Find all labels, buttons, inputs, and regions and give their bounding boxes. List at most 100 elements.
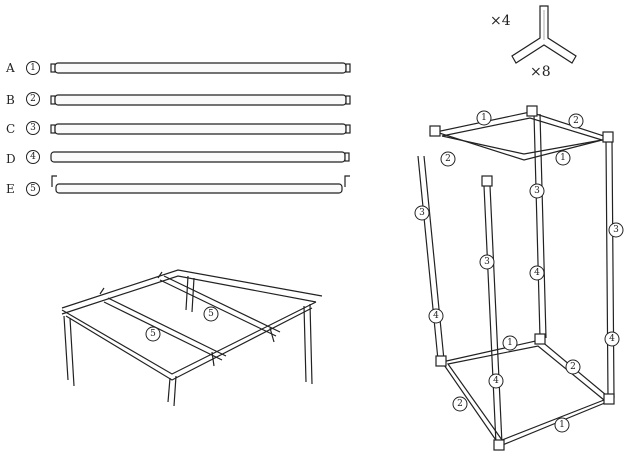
three-way-count: ×4 <box>490 13 511 29</box>
canopy-label: 5 <box>150 329 156 339</box>
hook-left <box>51 175 57 187</box>
part-number: 5 <box>30 184 36 194</box>
tube-a <box>54 62 347 74</box>
corner-connector-icon <box>429 125 441 137</box>
frame-label: 4 <box>493 376 499 386</box>
part-number: 1 <box>30 63 36 73</box>
frame-assembly: 1 2 2 1 3 3 3 3 4 4 4 4 1 2 2 1 <box>414 105 624 451</box>
frame-label-badge <box>529 183 545 199</box>
tube-end <box>345 63 351 73</box>
canopy-bar <box>103 301 223 361</box>
frame-label-badge <box>565 359 581 375</box>
corner-connector-icon <box>435 355 447 367</box>
frame-label: 3 <box>484 257 490 267</box>
canopy-tab <box>99 271 275 367</box>
frame-upright <box>605 139 615 399</box>
frame-label: 1 <box>559 420 565 430</box>
frame-label: 4 <box>433 311 439 321</box>
corner-count: ×8 <box>530 64 551 80</box>
frame-label: 4 <box>609 334 615 344</box>
corner-connector-icon <box>602 131 614 143</box>
part-row-c: C 3 <box>6 121 351 136</box>
frame-label: 1 <box>560 153 566 163</box>
corner-connector-icon <box>534 333 546 345</box>
frame-upright <box>533 113 547 339</box>
canopy-rail <box>65 307 313 381</box>
canopy-leg <box>303 303 313 385</box>
frame-label: 3 <box>534 186 540 196</box>
frame-label-badge <box>608 222 624 238</box>
frame-label-badge <box>554 417 570 433</box>
part-row-d: D 4 <box>6 150 350 166</box>
connectors: ×4 ×8 <box>490 5 577 80</box>
frame-label: 2 <box>457 399 463 409</box>
frame-label: 2 <box>445 154 451 164</box>
part-number: 4 <box>30 152 36 162</box>
parts-list: A 1 B 2 C 3 D 4 <box>5 61 351 196</box>
three-way-connector-icon <box>511 5 577 64</box>
canopy-leg <box>185 275 195 313</box>
tube-end <box>345 124 351 134</box>
frame-upright <box>483 185 503 445</box>
canopy-rail <box>61 275 317 315</box>
canopy-bar <box>159 279 277 337</box>
frame-label-badge <box>488 373 504 389</box>
corner-connector-icon <box>603 393 615 405</box>
corner-connector-icon <box>493 439 505 451</box>
part-number-badge <box>26 61 40 75</box>
frame-label-badge <box>452 396 468 412</box>
frame-upright <box>417 155 445 361</box>
frame-label-badge <box>568 113 584 129</box>
frame-top-inner <box>441 117 603 155</box>
part-number-badge <box>26 182 40 196</box>
part-number-badge <box>26 92 40 106</box>
part-number: 2 <box>30 94 36 104</box>
frame-bottom-inner <box>446 345 606 441</box>
frame-label: 1 <box>507 338 513 348</box>
frame-label: 1 <box>481 113 487 123</box>
canopy-label: 5 <box>208 309 214 319</box>
canopy-rail <box>61 269 323 309</box>
corner-connector-icon <box>526 105 538 117</box>
frame-label-badge <box>604 331 620 347</box>
frame-label-badge <box>529 265 545 281</box>
part-letter: A <box>5 61 15 75</box>
part-number-badge <box>26 150 40 164</box>
part-number-badge <box>26 121 40 135</box>
tube-end <box>345 95 351 105</box>
frame-label-badge <box>414 205 430 221</box>
frame-label-badge <box>428 308 444 324</box>
tube-e <box>55 183 343 194</box>
frame-label: 2 <box>573 116 579 126</box>
canopy-label-badge <box>145 326 161 342</box>
part-letter: B <box>6 93 15 107</box>
frame-label: 3 <box>419 208 425 218</box>
frame-label: 4 <box>534 268 540 278</box>
frame-label-badge <box>440 151 456 167</box>
frame-label: 3 <box>613 225 619 235</box>
corner-connector-icon <box>481 175 493 187</box>
canopy-bar <box>107 297 227 357</box>
part-row-e: E 5 <box>6 175 350 196</box>
part-number: 3 <box>30 123 36 133</box>
frame-label-badge <box>555 150 571 166</box>
canopy-leg <box>167 375 177 407</box>
part-row-b: B 2 <box>6 92 351 107</box>
canopy-leg <box>63 315 75 387</box>
tube-end <box>344 152 350 162</box>
frame-label-badge <box>502 335 518 351</box>
canopy-bar <box>163 275 281 333</box>
frame-label: 2 <box>570 362 576 372</box>
tube-c <box>54 123 347 135</box>
canopy-assembly: 5 5 <box>61 269 323 407</box>
hook-right <box>344 175 350 187</box>
tube-b <box>54 94 347 106</box>
canopy-label-badge <box>203 306 219 322</box>
tube-d <box>50 151 346 163</box>
part-letter: D <box>6 152 16 166</box>
part-letter: E <box>6 182 15 196</box>
part-row-a: A 1 <box>5 61 351 75</box>
frame-label-badge <box>476 110 492 126</box>
frame-label-badge <box>479 254 495 270</box>
